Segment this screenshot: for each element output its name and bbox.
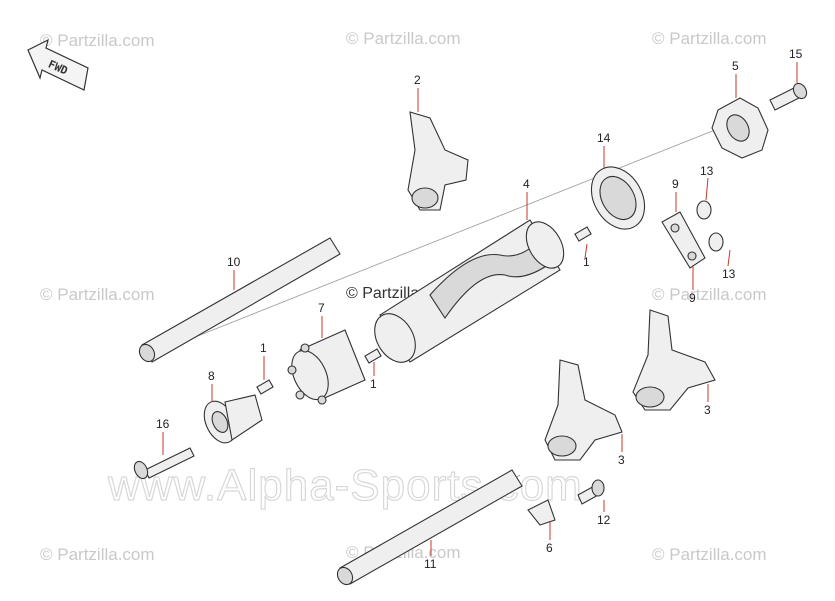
bolt-12	[577, 479, 605, 505]
watermark-mid-right: © Partzilla.com	[652, 285, 767, 304]
part-label-8[interactable]: 8	[208, 369, 215, 383]
shift-fork-3a	[544, 359, 623, 461]
part-label-12[interactable]: 12	[597, 513, 611, 527]
bolt-16	[133, 447, 195, 480]
bearing-holder-8	[203, 394, 263, 444]
part-label-14[interactable]: 14	[597, 131, 611, 145]
shift-fork-2	[407, 111, 469, 211]
part-label-1c[interactable]: 1	[583, 255, 590, 269]
assembly-axis-upper	[149, 127, 721, 356]
part-label-4[interactable]: 4	[523, 177, 530, 191]
oil-seal-14	[590, 166, 646, 230]
part-label-2[interactable]: 2	[414, 73, 421, 87]
part-label-1b[interactable]: 1	[370, 377, 377, 391]
dowel-pin-1c	[574, 226, 592, 242]
fwd-arrow-icon: FWD	[27, 38, 89, 91]
part-label-9a[interactable]: 9	[672, 177, 679, 191]
part-label-13a[interactable]: 13	[700, 164, 714, 178]
part-label-1a[interactable]: 1	[260, 341, 267, 355]
part-label-3b[interactable]: 3	[704, 403, 711, 417]
watermark-top-right: © Partzilla.com	[652, 29, 767, 48]
fork-shaft-11	[336, 469, 523, 586]
part-label-11[interactable]: 11	[424, 557, 437, 571]
part-label-10[interactable]: 10	[227, 255, 241, 269]
screw-13a	[696, 200, 712, 220]
watermark-mid-left: © Partzilla.com	[40, 285, 155, 304]
watermark-top-center: © Partzilla.com	[346, 29, 461, 48]
part-label-16[interactable]: 16	[156, 417, 170, 431]
part-label-6[interactable]: 6	[546, 541, 553, 555]
shift-fork-3b	[632, 309, 716, 411]
part-label-15[interactable]: 15	[789, 47, 803, 61]
part-label-5[interactable]: 5	[732, 59, 739, 73]
fork-shaft-10	[138, 237, 341, 363]
screw-13b	[708, 232, 724, 252]
dowel-pin-1b	[364, 348, 382, 364]
watermark-bottom-left: © Partzilla.com	[40, 545, 155, 564]
watermark-top-left: © Partzilla.com	[40, 31, 155, 50]
dowel-pin-1a	[256, 379, 274, 395]
drum-cam-7	[287, 329, 366, 405]
plate-9	[661, 211, 706, 269]
plate-6	[527, 499, 556, 526]
shift-drum-4	[374, 219, 565, 363]
part-label-9b[interactable]: 9	[689, 291, 696, 305]
part-label-7[interactable]: 7	[318, 301, 325, 315]
watermark-bottom-right: © Partzilla.com	[652, 545, 767, 564]
part-label-13b[interactable]: 13	[722, 267, 736, 281]
stopper-cam-5	[711, 97, 769, 159]
bolt-15	[769, 82, 808, 111]
part-label-3a[interactable]: 3	[618, 453, 625, 467]
